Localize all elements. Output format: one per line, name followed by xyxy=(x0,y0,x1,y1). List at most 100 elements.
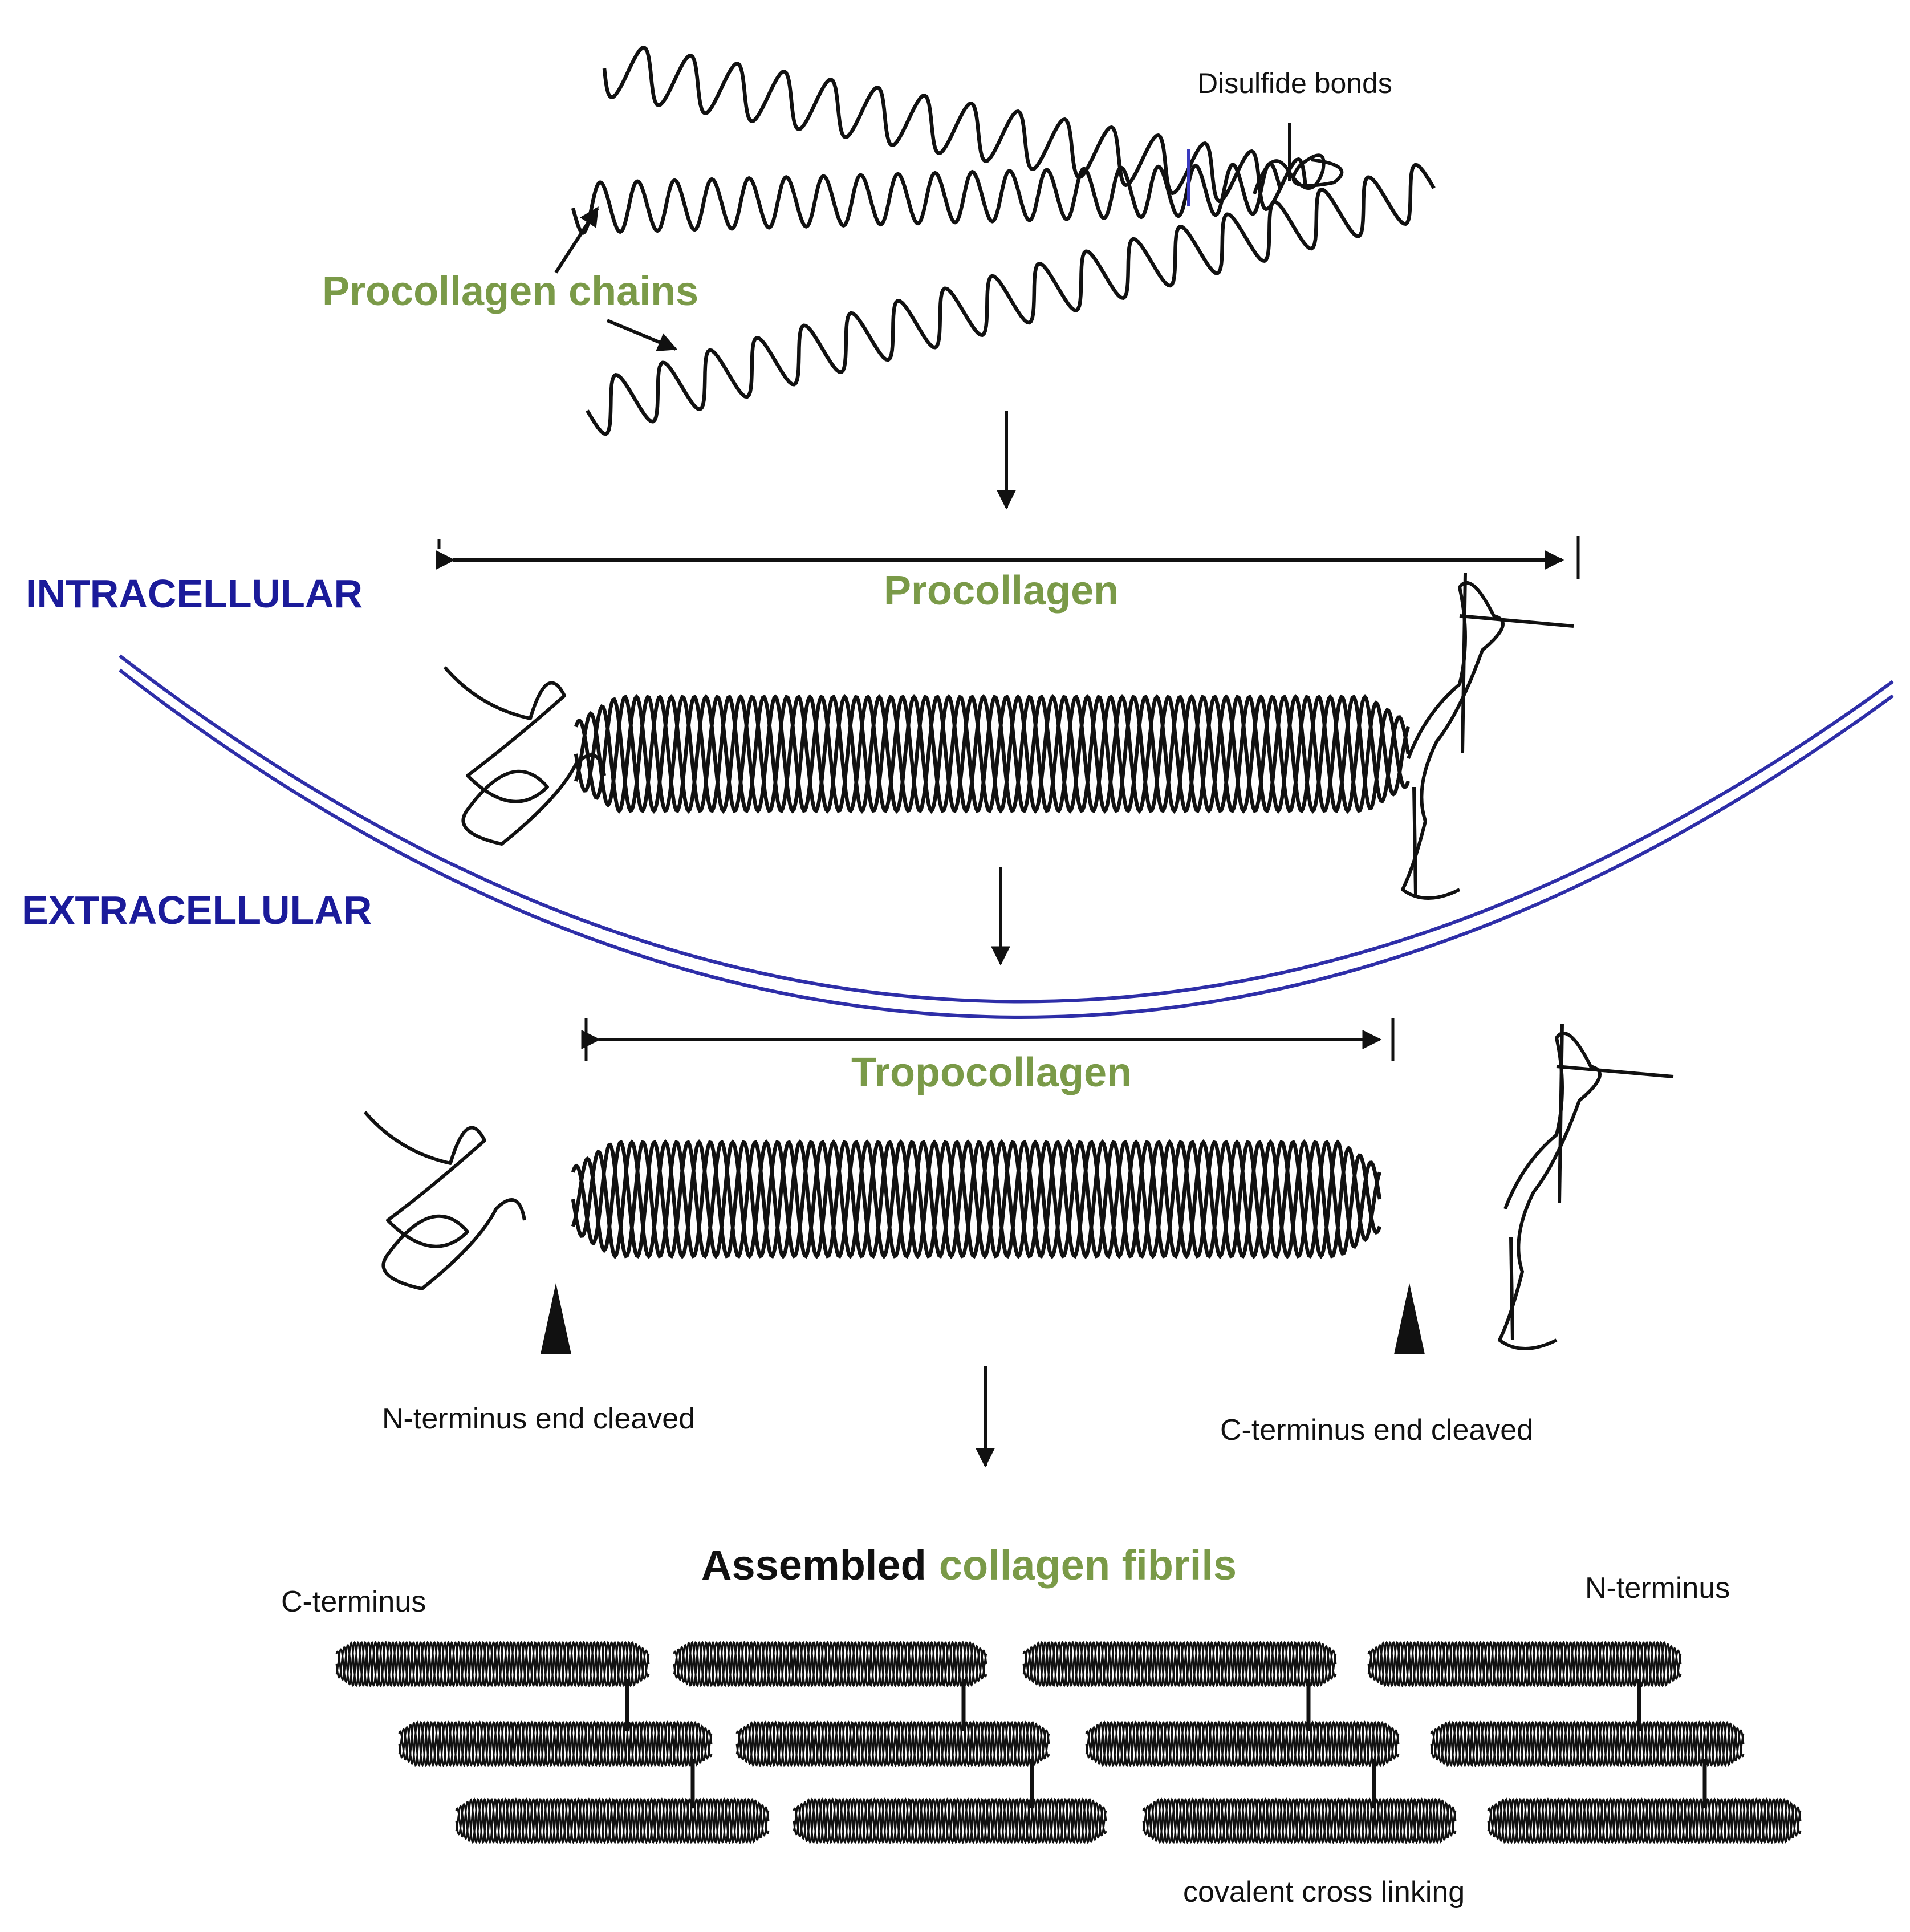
c-terminus-cleaved-label: C-terminus end cleaved xyxy=(1220,1414,1533,1447)
n-propeptide-tangle xyxy=(443,666,606,846)
collagen-fibril xyxy=(1142,1797,1457,1844)
helix-strand xyxy=(398,1720,713,1767)
c-terminal-tangle xyxy=(1253,153,1344,194)
cell-membrane-inner xyxy=(119,668,1894,1019)
chain-pointer-arrow-lower xyxy=(606,319,678,351)
collagen-fibril xyxy=(673,1641,987,1687)
helix-strand xyxy=(1430,1721,1745,1767)
cleaved-n-propeptide xyxy=(363,1111,526,1290)
helix-strand xyxy=(455,1798,770,1844)
helix-strand xyxy=(398,1721,713,1767)
helix-strand xyxy=(1142,1798,1457,1844)
helix-strand xyxy=(1085,1721,1400,1767)
collagen-fibril xyxy=(1367,1641,1682,1687)
cleaved-c-propeptide-tangle xyxy=(1498,1031,1602,1350)
collagen-fibril xyxy=(1085,1720,1400,1767)
helix-strand xyxy=(1022,1641,1337,1687)
cleaved-n-propeptide-tangle xyxy=(363,1111,526,1290)
helix-strand xyxy=(571,1139,1382,1259)
collagen-fibril xyxy=(1022,1641,1337,1687)
helix-strand xyxy=(335,1641,650,1687)
helix-strand xyxy=(735,1721,1050,1767)
helix-strand xyxy=(793,1798,1107,1844)
assembled-fibrils-title: Assembled collagen fibrils xyxy=(701,1541,1237,1589)
helix-strand xyxy=(574,695,1411,813)
helix-strand xyxy=(1367,1641,1682,1687)
n-terminus-label: N-terminus xyxy=(1585,1572,1730,1605)
n-propeptide-knot xyxy=(443,666,606,846)
helix-strand xyxy=(1022,1641,1337,1687)
helix-strand xyxy=(673,1641,987,1687)
helix-strand xyxy=(1487,1798,1802,1844)
procollagen-chain-bottom xyxy=(586,163,1436,436)
collagen-fibril xyxy=(455,1797,770,1844)
cleaved-c-propeptide xyxy=(1498,1023,1674,1350)
extracellular-label: EXTRACELLULAR xyxy=(22,888,372,932)
helix-strand xyxy=(335,1641,650,1687)
cleaved-c-stem-lower xyxy=(1509,1237,1514,1341)
helix-strand xyxy=(673,1641,987,1687)
c-propeptide-tangle xyxy=(1401,581,1505,900)
helix-strand xyxy=(1142,1797,1457,1844)
helix-strand xyxy=(1430,1721,1745,1767)
helix-strand xyxy=(1487,1797,1802,1844)
helix-strand xyxy=(455,1798,770,1844)
c-propeptide-knot xyxy=(1401,573,1574,900)
procollagen-chain-middle xyxy=(571,161,1282,235)
c-cleavage-site-marker xyxy=(1394,1283,1425,1354)
helix-strand xyxy=(1430,1720,1745,1767)
collagen-fibrils-group xyxy=(335,1641,1802,1844)
helix-strand xyxy=(673,1641,987,1687)
procollagen-helix-body xyxy=(574,694,1411,814)
helix-strand xyxy=(398,1721,713,1767)
helix-strand xyxy=(455,1797,770,1844)
collagen-fibril xyxy=(1487,1797,1802,1844)
collagen-fibril xyxy=(398,1720,713,1767)
helix-strand xyxy=(574,694,1411,814)
procollagen-triple-helix xyxy=(574,694,1411,814)
c-propeptide-stem xyxy=(1461,573,1467,753)
helix-strand xyxy=(1367,1641,1682,1687)
collagen-fibril xyxy=(793,1797,1107,1844)
c-propeptide-arm xyxy=(1459,614,1574,628)
collagen-fibril xyxy=(735,1720,1050,1767)
disulfide-bonds-label: Disulfide bonds xyxy=(1197,67,1392,99)
helix-strand xyxy=(1142,1798,1457,1844)
covalent-cross-linking-label: covalent cross linking xyxy=(1183,1876,1465,1909)
helix-strand xyxy=(1022,1641,1337,1687)
tropocollagen-helix-body xyxy=(571,1139,1382,1260)
n-terminus-cleaved-label: N-terminus end cleaved xyxy=(382,1402,695,1435)
cleaved-c-arm xyxy=(1556,1065,1674,1078)
cell-membrane-outer xyxy=(119,654,1894,1004)
helix-strand xyxy=(1487,1798,1802,1844)
covalent-crosslinks-group xyxy=(625,1679,1707,1808)
tropocollagen-triple-helix xyxy=(571,1139,1382,1260)
procollagen-span-arrow xyxy=(436,536,1580,579)
tropocollagen-label: Tropocollagen xyxy=(851,1050,1132,1095)
tropocollagen-span-arrow xyxy=(581,1018,1395,1061)
helix-strand xyxy=(335,1641,650,1687)
cleaved-c-stem xyxy=(1558,1023,1564,1204)
procollagen-chains-group xyxy=(571,45,1436,436)
helix-strand xyxy=(735,1721,1050,1767)
c-terminal-knot-top xyxy=(1253,153,1344,194)
helix-strand xyxy=(1367,1641,1682,1687)
intracellular-label: INTRACELLULAR xyxy=(26,571,363,616)
assembled-word: Assembled xyxy=(701,1541,926,1589)
n-cleavage-site-marker xyxy=(541,1283,571,1354)
helix-strand xyxy=(793,1797,1107,1844)
procollagen-label: Procollagen xyxy=(884,568,1119,614)
helix-strand xyxy=(571,1139,1382,1260)
c-propeptide-stem-lower xyxy=(1412,786,1417,896)
helix-strand xyxy=(1085,1721,1400,1767)
collagen-fibrils-word: collagen fibrils xyxy=(939,1541,1237,1589)
helix-strand xyxy=(735,1720,1050,1767)
c-terminus-label: C-terminus xyxy=(281,1585,426,1618)
procollagen-chains-label: Procollagen chains xyxy=(322,269,698,314)
helix-strand xyxy=(1085,1720,1400,1767)
collagen-fibril xyxy=(335,1641,650,1687)
chain-pointer-arrow-upper xyxy=(554,206,599,274)
helix-strand xyxy=(574,694,1411,814)
collagen-fibril xyxy=(1430,1720,1745,1767)
